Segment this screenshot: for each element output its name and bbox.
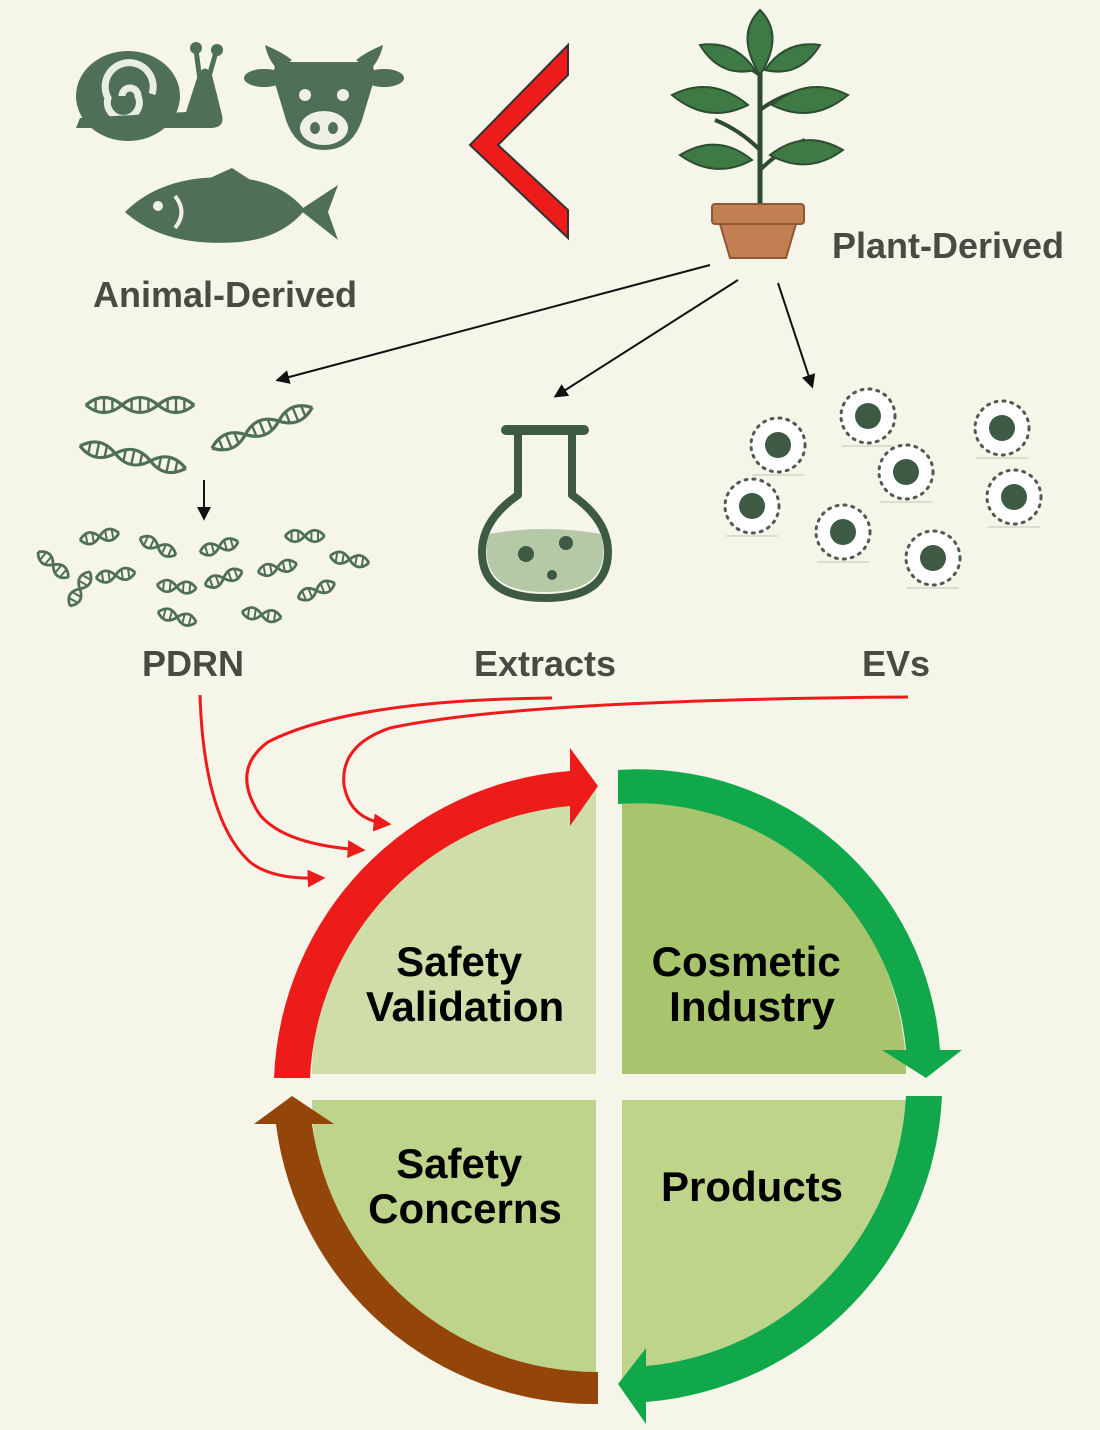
- flask-icon: [478, 425, 612, 602]
- cosmetic-industry-label: Cosmetic Industry: [652, 938, 853, 1030]
- quadrant-cosmetic-industry: [622, 790, 906, 1074]
- fish-icon: [125, 168, 338, 243]
- quadrant-products: [622, 1100, 906, 1384]
- extracts-label: Extracts: [474, 643, 616, 684]
- arrow-pdrn-to-validation: [198, 694, 326, 888]
- evs-label: EVs: [862, 643, 930, 684]
- potted-plant-icon: [670, 8, 850, 259]
- quadrant-safety-validation: [312, 790, 596, 1074]
- arrow-plant-to-pdrn: [275, 264, 711, 384]
- safety-concerns-label: Safety Concerns: [368, 1140, 562, 1232]
- quadrant-safety-concerns: [312, 1100, 596, 1384]
- snail-icon: [76, 42, 223, 141]
- pdrn-label: PDRN: [142, 643, 244, 684]
- arrow-evs-to-validation: [342, 695, 909, 832]
- plant-derived-label: Plant-Derived: [832, 225, 1064, 266]
- dna-icon: [76, 395, 317, 478]
- arrow-extracts-to-validation: [245, 696, 553, 859]
- green-cycle-arrow-top: [618, 769, 962, 1078]
- arrow-plant-to-evs: [777, 282, 816, 389]
- green-cycle-arrow-bottom: [618, 1096, 942, 1424]
- products-label: Products: [661, 1163, 843, 1210]
- less-than-chevron-icon: [468, 42, 569, 241]
- arrow-plant-to-extracts: [553, 279, 739, 398]
- animal-derived-label: Animal-Derived: [93, 274, 357, 315]
- vesicle-icon: [723, 387, 1043, 590]
- safety-validation-label: Safety Validation: [366, 938, 564, 1030]
- dna-fragments-icon: [32, 526, 372, 630]
- cow-icon: [244, 45, 404, 150]
- red-cycle-arrow: [274, 748, 598, 1078]
- brown-cycle-arrow: [254, 1096, 598, 1405]
